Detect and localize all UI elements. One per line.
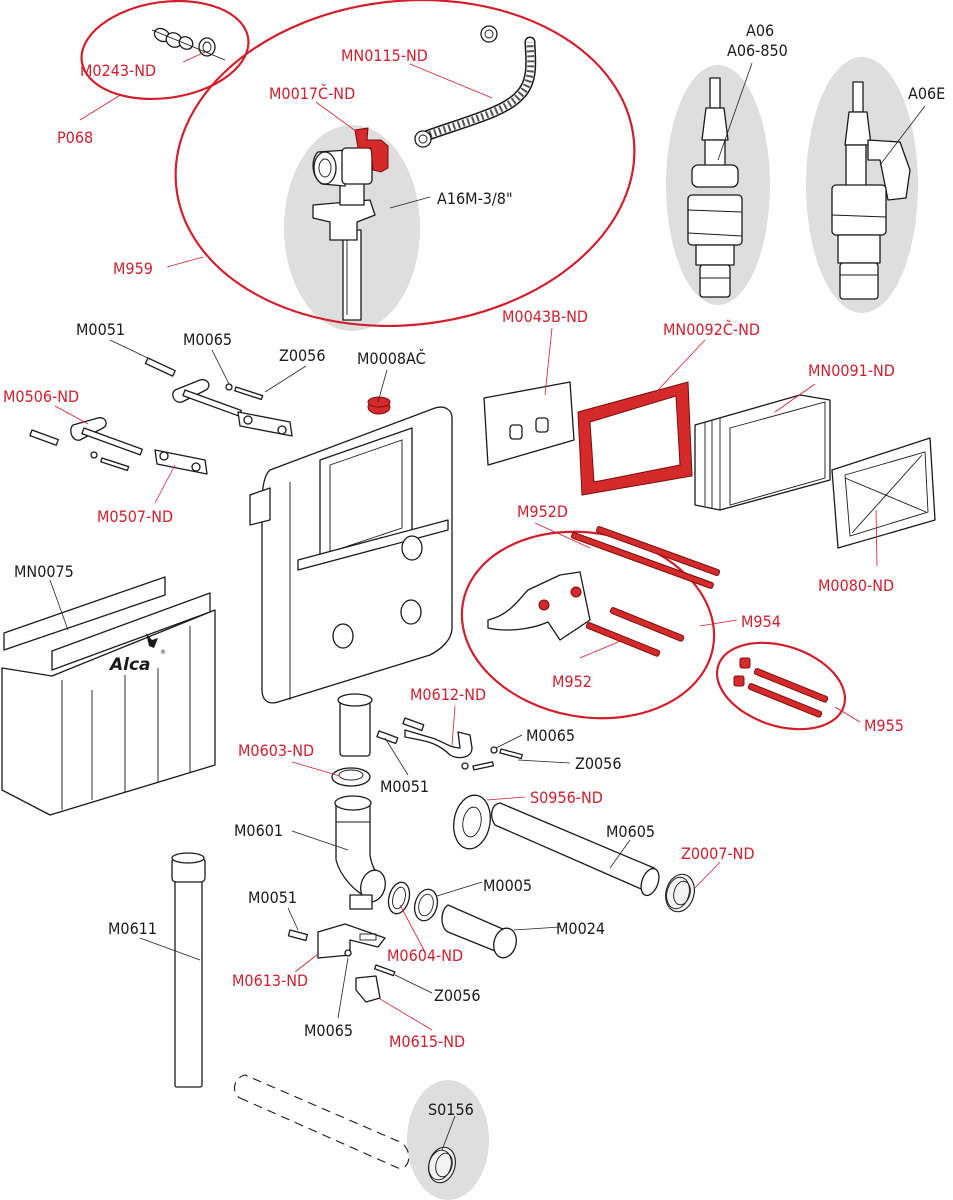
label-s0156: S0156 bbox=[428, 1100, 474, 1119]
part-m0065-washer-low bbox=[344, 949, 352, 957]
label-mn0075: MN0075 bbox=[14, 562, 74, 581]
label-m0613-nd: M0613-ND bbox=[232, 971, 308, 990]
part-m0611-pipe bbox=[171, 852, 206, 1088]
part-cistern-body bbox=[249, 406, 453, 757]
label-z0056-mid: Z0056 bbox=[575, 754, 621, 773]
label-m0507-nd: M0507-ND bbox=[97, 507, 173, 526]
alca-logo: Alca ® bbox=[108, 633, 166, 675]
bird-icon bbox=[146, 633, 158, 648]
part-s0956-nd-rosette bbox=[453, 794, 491, 850]
label-mn0091-nd: MN0091-ND bbox=[808, 361, 895, 380]
label-m0024: M0024 bbox=[556, 919, 605, 938]
part-a06-flush-valve bbox=[687, 77, 743, 298]
label-m0612-nd: M0612-ND bbox=[410, 685, 486, 704]
label-m0605: M0605 bbox=[606, 822, 655, 841]
label-m0051-low: M0051 bbox=[248, 888, 297, 907]
part-z0056-screw-upper bbox=[234, 386, 264, 401]
group-m955-outline bbox=[715, 641, 847, 731]
label-a06-850: A06-850 bbox=[727, 41, 788, 60]
part-mn0091-nd-box bbox=[694, 394, 831, 511]
part-m0506-nd-lower bbox=[70, 417, 143, 456]
label-m0051-top: M0051 bbox=[76, 320, 125, 339]
label-a16m: A16M-3/8" bbox=[437, 189, 513, 208]
label-m0080-nd: M0080-ND bbox=[818, 576, 894, 595]
part-m0507-nd-lower bbox=[154, 449, 208, 475]
label-m0615-nd: M0615-ND bbox=[389, 1032, 465, 1051]
part-m0043b-nd-plate bbox=[483, 381, 575, 466]
label-m0604-nd: M0604-ND bbox=[387, 946, 463, 965]
label-m952d: M952D bbox=[517, 502, 568, 521]
part-m952-rods bbox=[585, 607, 685, 657]
part-mn0075-box bbox=[1, 576, 216, 816]
group-m959-outline bbox=[174, 0, 636, 327]
label-z0056-low: Z0056 bbox=[434, 986, 480, 1005]
part-m0601-elbow bbox=[334, 795, 386, 910]
label-m0506-nd: M0506-ND bbox=[3, 387, 79, 406]
label-z0007-nd: Z0007-ND bbox=[681, 844, 755, 863]
label-m0065-low: M0065 bbox=[304, 1021, 353, 1040]
part-mn0115-nd-hose bbox=[414, 25, 537, 148]
part-m955-rods bbox=[733, 657, 829, 718]
label-s0956-nd: S0956-ND bbox=[530, 788, 603, 807]
label-a06e: A06E bbox=[908, 84, 945, 103]
part-m0615-nd-holder bbox=[355, 975, 381, 1003]
part-m0051-anchor-mid bbox=[376, 717, 425, 745]
leader-lines bbox=[49, 51, 926, 1151]
part-m954-mechanism bbox=[487, 571, 591, 641]
part-m0005-seal bbox=[413, 888, 439, 922]
part-z0007-nd-reducer bbox=[665, 873, 695, 913]
part-s0156-reducer bbox=[428, 1146, 456, 1184]
label-m0008ac: M0008AČ bbox=[357, 349, 426, 368]
part-m0604-nd-seal bbox=[387, 881, 411, 915]
part-m0243-nd bbox=[151, 27, 226, 61]
label-m0005: M0005 bbox=[483, 876, 532, 895]
part-m0603-nd-seal bbox=[331, 767, 371, 787]
label-m0603-nd: M0603-ND bbox=[238, 741, 314, 760]
part-labels: M0243-ND P068 MN0115-ND M0017Č-ND A16M-3… bbox=[3, 21, 945, 1119]
part-mn0092c-nd-frame bbox=[577, 381, 693, 496]
part-m0613-nd-clip bbox=[317, 923, 386, 959]
part-m0065-washer-lower bbox=[90, 451, 98, 459]
label-z0056-top: Z0056 bbox=[279, 346, 325, 365]
part-m0080-nd-panel bbox=[831, 437, 936, 549]
part-m0008ac-cap bbox=[367, 396, 391, 415]
part-m0612-nd-bracket bbox=[404, 729, 473, 759]
part-m0507-nd-upper bbox=[237, 411, 293, 437]
label-mn0115-nd: MN0115-ND bbox=[341, 46, 428, 65]
part-m0065-washer-upper bbox=[225, 383, 233, 391]
label-p068: P068 bbox=[57, 128, 93, 147]
part-z0056-screw-mid bbox=[472, 748, 523, 771]
alca-logo-text: Alca bbox=[108, 655, 151, 675]
label-m0065-mid: M0065 bbox=[526, 726, 575, 745]
part-m0017c-nd bbox=[354, 127, 389, 173]
part-m952d-rods bbox=[571, 526, 721, 589]
label-m959: M959 bbox=[113, 259, 153, 278]
label-m0017c-nd: M0017Č-ND bbox=[269, 84, 355, 103]
part-a16m-fill-valve bbox=[312, 147, 376, 321]
label-m952: M952 bbox=[552, 672, 592, 691]
registered-mark: ® bbox=[160, 649, 166, 656]
part-a06e-flush-valve bbox=[831, 81, 911, 300]
label-m0065-top: M0065 bbox=[183, 330, 232, 349]
part-z0056-screw-lower bbox=[100, 457, 130, 472]
group-p068-outline bbox=[80, 0, 250, 101]
part-m0051-rod-lower bbox=[29, 429, 59, 446]
label-m0051-mid: M0051 bbox=[380, 777, 429, 796]
part-m0024-cap bbox=[441, 904, 517, 959]
label-m0601: M0601 bbox=[234, 821, 283, 840]
s0156-highlight bbox=[407, 1080, 489, 1200]
label-m0043b-nd: M0043B-ND bbox=[502, 307, 588, 326]
part-m0065-washer-mid bbox=[461, 746, 498, 770]
label-m0611: M0611 bbox=[108, 919, 157, 938]
part-m0605-pipe bbox=[491, 802, 660, 897]
label-m954: M954 bbox=[741, 612, 781, 631]
part-m0051-anchor-low bbox=[287, 929, 309, 942]
part-z0056-screw-low bbox=[373, 964, 396, 977]
label-m0243-nd: M0243-ND bbox=[80, 61, 156, 80]
label-a06: A06 bbox=[746, 21, 774, 40]
label-mn0092c-nd: MN0092Č-ND bbox=[663, 320, 760, 339]
part-optional-pipe-dashed bbox=[234, 1074, 410, 1169]
part-m0051-rod-upper bbox=[144, 357, 176, 377]
label-m955: M955 bbox=[864, 716, 904, 735]
